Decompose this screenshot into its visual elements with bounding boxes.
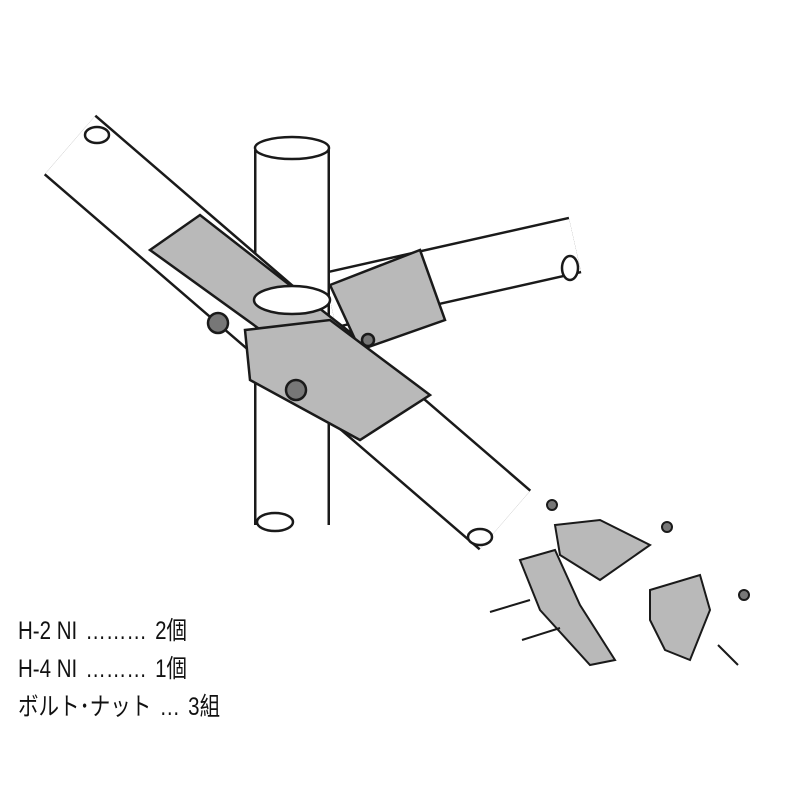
joint-h4 xyxy=(147,213,447,442)
exploded-parts xyxy=(489,499,750,667)
part-name: H-2 NI xyxy=(18,617,78,645)
part-qty: 1個 xyxy=(155,655,188,683)
part-name: ボルト･ナット xyxy=(18,693,152,721)
part-leader: ……… xyxy=(85,655,147,683)
part-qty: 3組 xyxy=(188,693,221,721)
part-leader: ……… xyxy=(85,617,147,645)
part-name: H-4 NI xyxy=(18,655,78,683)
parts-row: ボルト･ナット… 3組 xyxy=(18,688,228,726)
parts-list: H-2 NI……… 2個 H-4 NI……… 1個 ボルト･ナット… 3組 xyxy=(18,612,228,726)
parts-row: H-2 NI……… 2個 xyxy=(18,612,228,650)
parts-row: H-4 NI……… 1個 xyxy=(18,650,228,688)
part-leader: … xyxy=(159,693,180,721)
part-qty: 2個 xyxy=(155,617,188,645)
